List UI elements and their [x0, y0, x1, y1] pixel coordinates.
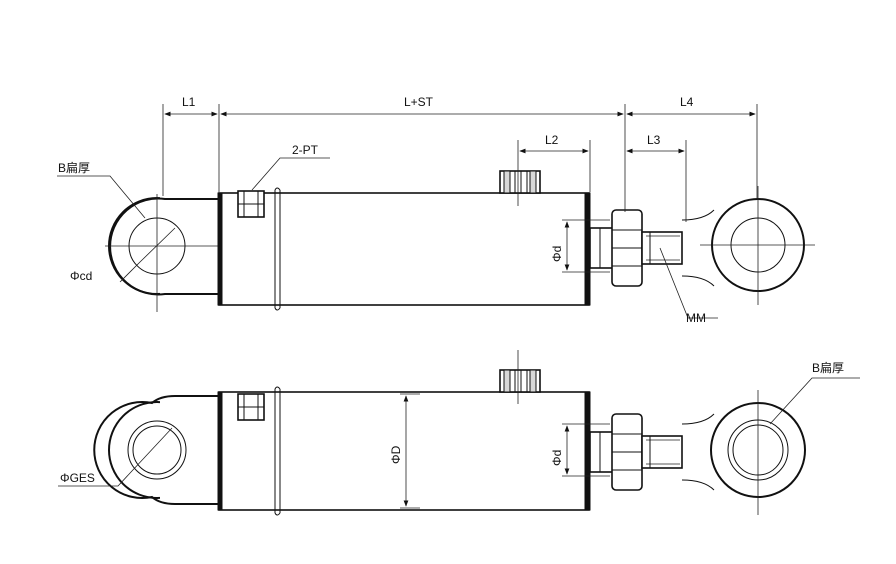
top-rod-eye — [681, 186, 815, 305]
top-barrel — [217, 170, 591, 311]
label-phi-d-top: Φd — [550, 246, 564, 262]
bottom-rod-end — [589, 413, 683, 491]
top-rod-end — [589, 209, 683, 287]
label-L1: L1 — [182, 95, 196, 109]
label-B-thickness-top: B扁厚 — [58, 161, 90, 175]
bottom-barrel — [217, 350, 591, 516]
bottom-dimensions — [58, 377, 860, 509]
label-L2: L2 — [545, 133, 559, 147]
label-phi-GES: ΦGES — [60, 471, 95, 485]
label-L3: L3 — [647, 133, 661, 147]
label-L-plus-ST: L+ST — [404, 95, 434, 109]
bottom-rod-eye — [681, 390, 806, 515]
label-phi-d-bottom: Φd — [550, 450, 564, 466]
label-phi-D: ΦD — [389, 445, 403, 464]
label-phi-cd: Φcd — [70, 269, 92, 283]
top-dimensions — [57, 104, 758, 319]
label-MM: MM — [686, 311, 706, 325]
top-rear-eye — [105, 194, 220, 312]
bottom-view: ΦD Φd ΦGES B扁厚 — [58, 350, 860, 516]
top-view: L1 L+ST L4 L2 L3 2-PT B扁厚 Φcd Φd MM — [57, 95, 815, 325]
label-2-PT: 2-PT — [292, 143, 319, 157]
label-B-thickness-bottom: B扁厚 — [812, 361, 844, 375]
label-L4: L4 — [680, 95, 694, 109]
bottom-rear-eye — [93, 392, 220, 507]
